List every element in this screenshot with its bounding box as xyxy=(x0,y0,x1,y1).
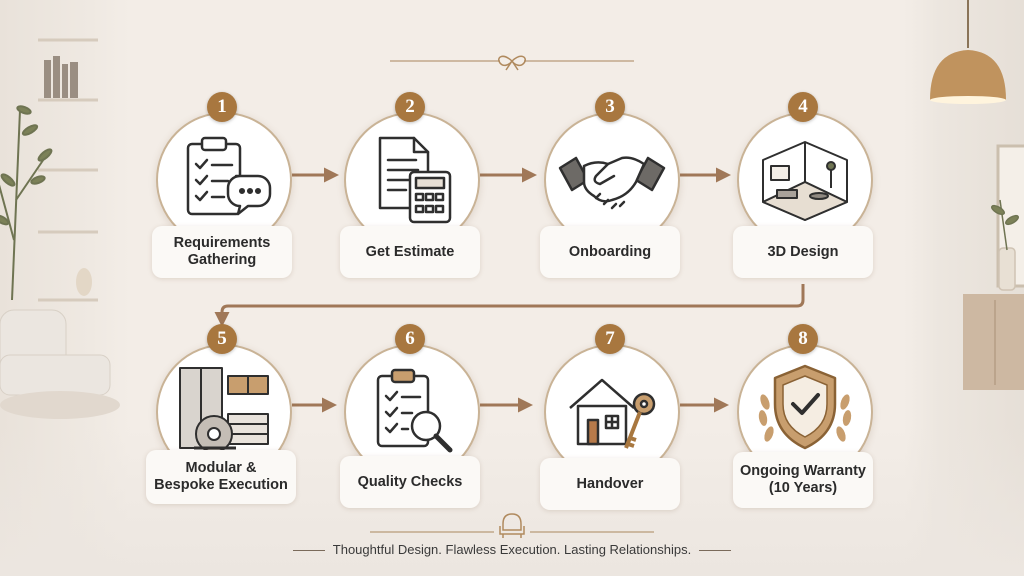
rug xyxy=(0,391,120,419)
modular-kitchen-saw-icon xyxy=(179,367,269,453)
sofa-icon xyxy=(0,309,111,396)
vase-icon xyxy=(76,268,92,296)
document-calculator-icon xyxy=(378,136,452,224)
step-circle xyxy=(544,344,680,480)
step-label: Quality Checks xyxy=(340,456,480,508)
step-label: Ongoing Warranty (10 Years) xyxy=(733,452,873,508)
house-key-icon xyxy=(569,378,656,449)
pendant-lamp-icon xyxy=(930,0,1006,104)
cabinet-icon xyxy=(963,294,1024,390)
books-icon xyxy=(44,56,78,98)
step-number-badge: 8 xyxy=(788,324,818,354)
step-label: Requirements Gathering xyxy=(152,226,292,278)
vase-plant-icon xyxy=(991,199,1019,291)
checklist-magnifier-icon xyxy=(376,368,453,453)
step-number-badge: 1 xyxy=(207,92,237,122)
olive-plant-icon xyxy=(0,105,53,301)
tagline-rule-right xyxy=(699,550,732,552)
step-number-badge: 3 xyxy=(595,92,625,122)
step-number-badge: 2 xyxy=(395,92,425,122)
clipboard-chat-icon xyxy=(186,136,272,216)
step-label: Onboarding xyxy=(540,226,680,278)
tagline: Thoughtful Design. Flawless Execution. L… xyxy=(0,542,1024,557)
bow-ornament-icon xyxy=(498,55,526,71)
step-label: Modular & Bespoke Execution xyxy=(146,450,296,504)
step-number-badge: 4 xyxy=(788,92,818,122)
step-circle xyxy=(156,112,292,248)
step-number-badge: 7 xyxy=(595,324,625,354)
tagline-text: Thoughtful Design. Flawless Execution. L… xyxy=(332,542,692,557)
room-3d-icon xyxy=(762,141,848,221)
step-label: 3D Design xyxy=(733,226,873,278)
step-circle xyxy=(737,112,873,248)
shield-check-icon xyxy=(758,364,852,450)
arrow-4-5 xyxy=(214,284,805,327)
tagline-rule-left xyxy=(292,550,325,552)
shelf-icon xyxy=(38,38,98,302)
step-label: Get Estimate xyxy=(340,226,480,278)
step-circle xyxy=(544,112,680,248)
step-number-badge: 5 xyxy=(207,324,237,354)
step-circle xyxy=(344,112,480,248)
step-number-badge: 6 xyxy=(395,324,425,354)
step-label: Handover xyxy=(540,458,680,510)
handshake-icon xyxy=(558,156,666,210)
armchair-icon xyxy=(499,513,525,538)
